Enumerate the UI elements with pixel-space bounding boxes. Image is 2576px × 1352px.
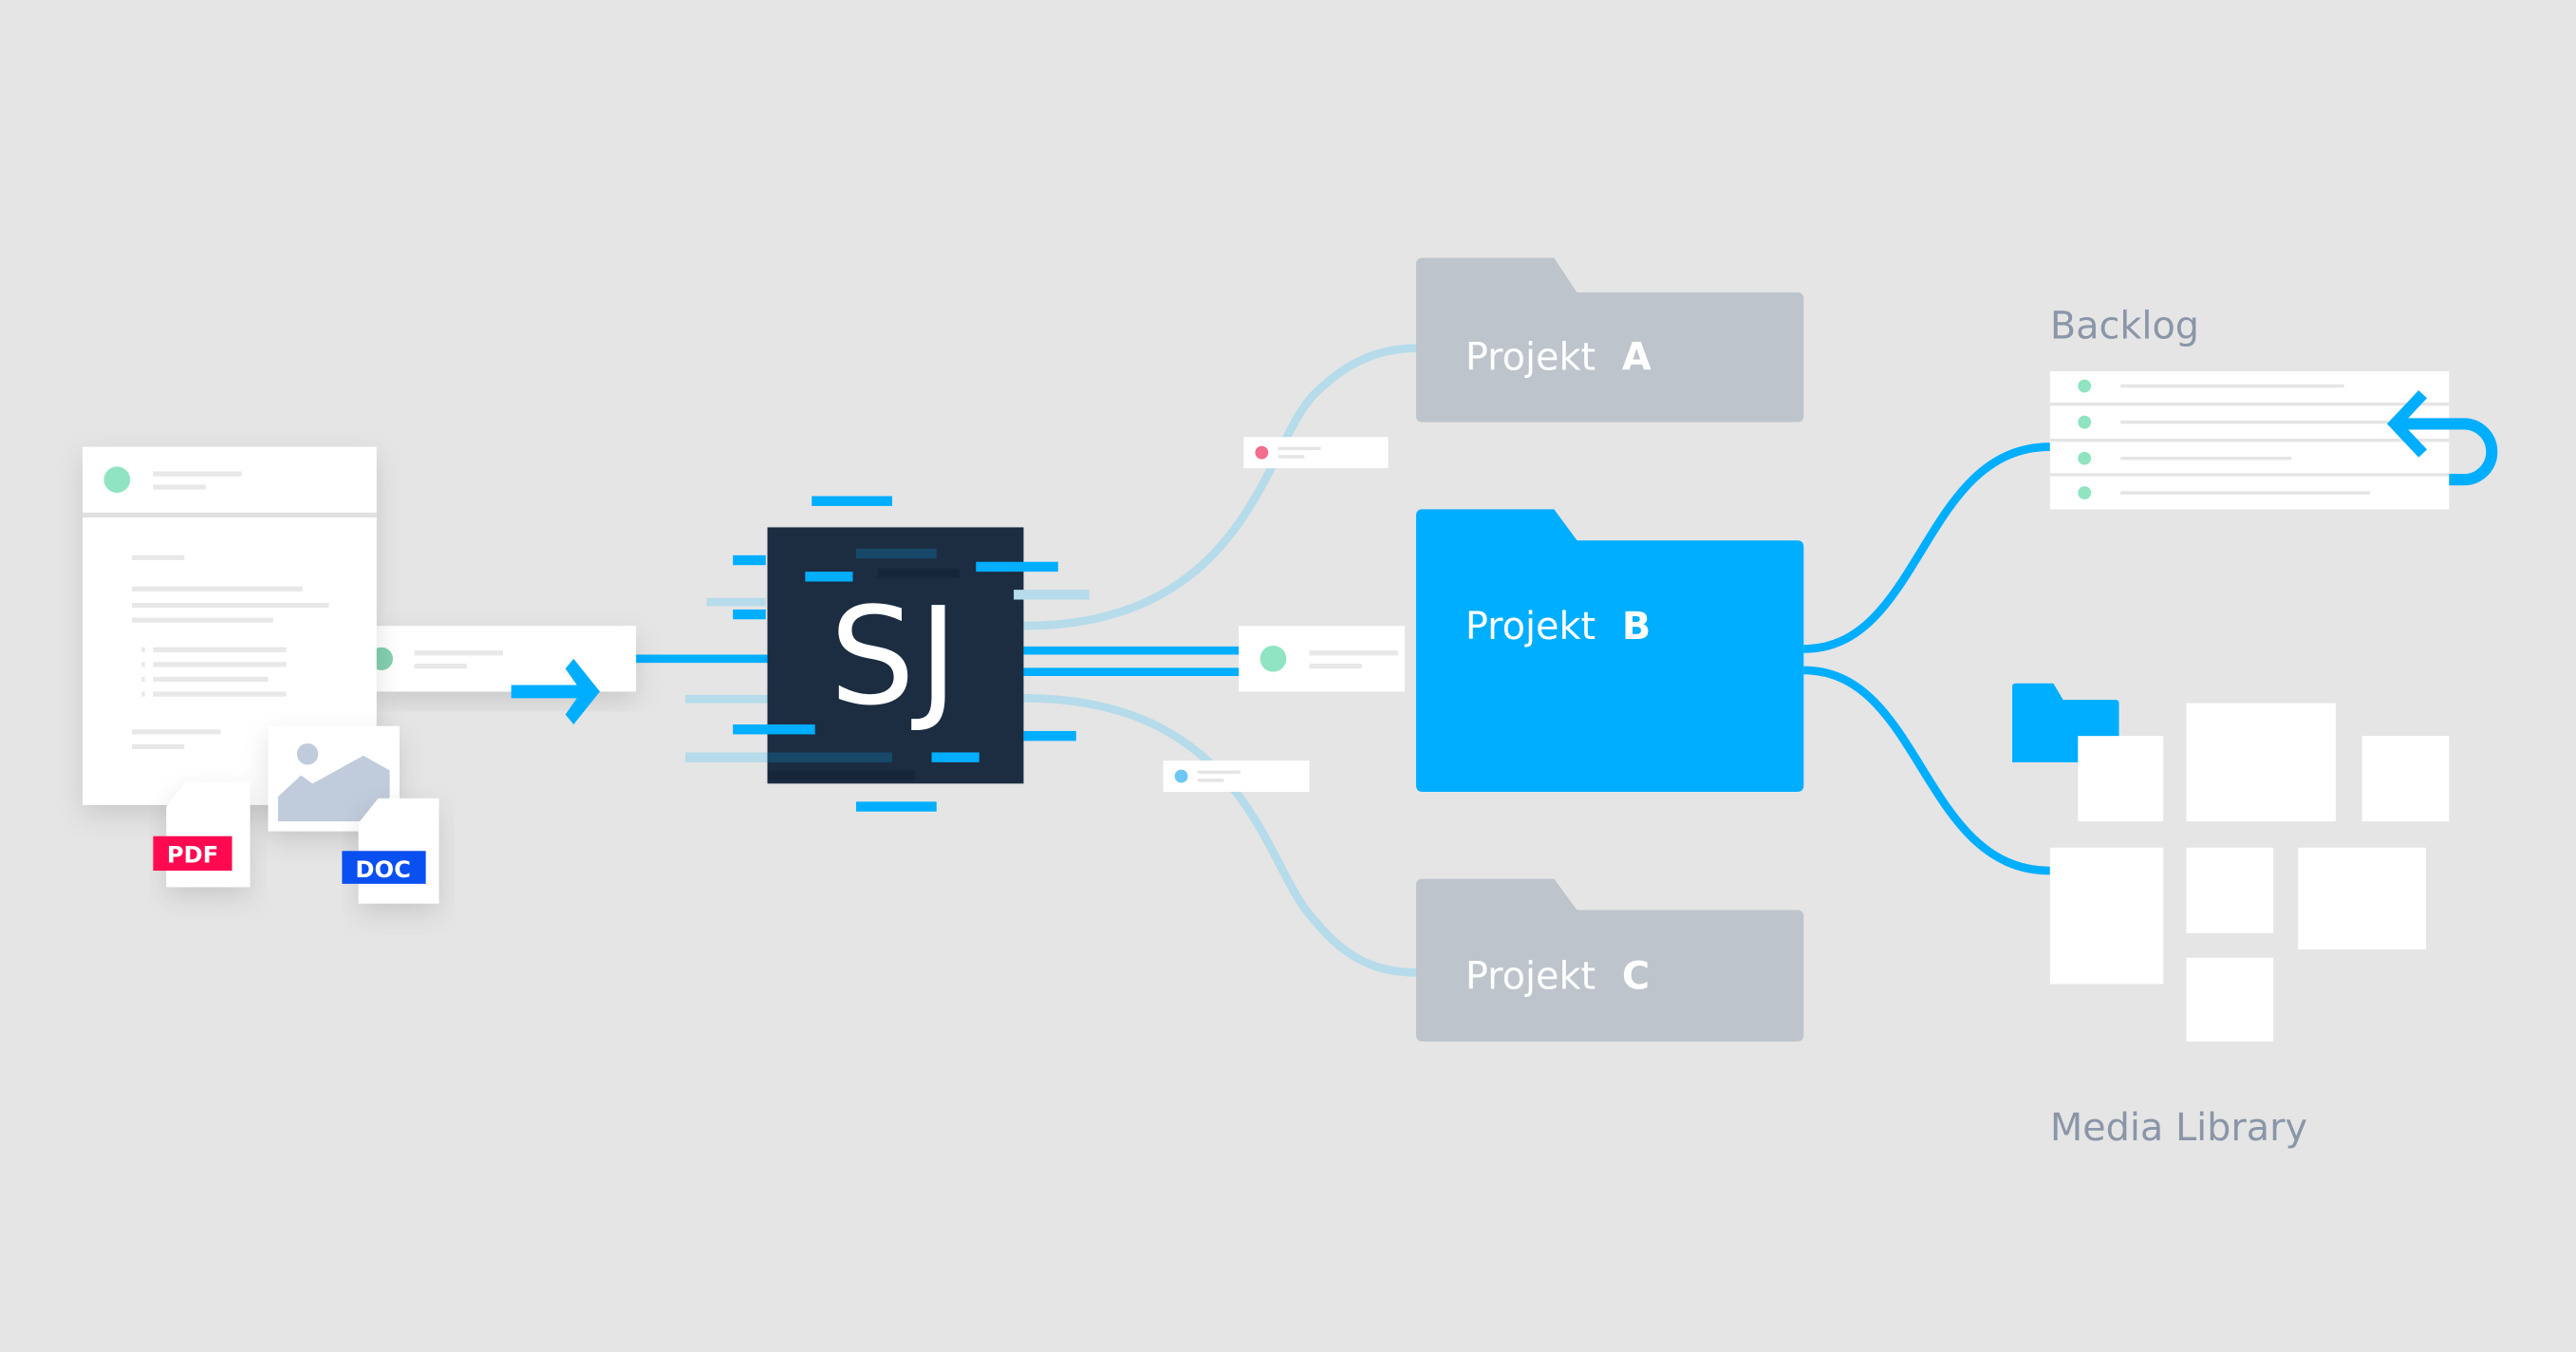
task-card-blue [1163, 760, 1310, 792]
media-library-title: Media Library [2050, 1106, 2307, 1150]
line-to-backlog [1803, 442, 2050, 653]
projekt-a-letter: A [1622, 335, 1652, 379]
line-to-projekt-c [1023, 694, 1416, 977]
loop-arrow-icon [2401, 418, 2498, 486]
sj-logo-block: SJ [684, 496, 1090, 812]
projekt-c-prefix: Projekt [1465, 955, 1596, 999]
folder-projekt-b[interactable]: Projekt B [1415, 509, 1804, 792]
task-card-green [1239, 626, 1405, 692]
projekt-a-prefix: Projekt [1465, 335, 1596, 379]
projekt-b-prefix: Projekt [1465, 605, 1596, 648]
connections [636, 344, 2050, 977]
avatar-icon [103, 466, 131, 494]
folder-projekt-a[interactable]: Projekt A [1415, 257, 1804, 422]
arrow-right-icon [511, 658, 601, 725]
doc-file: DOC [342, 798, 439, 904]
projekt-c-letter: C [1622, 955, 1650, 999]
line-to-projekt-a [1023, 344, 1416, 630]
media-library: Media Library [2012, 683, 2450, 1150]
doc-label: DOC [355, 856, 410, 883]
pdf-file: PDF [153, 781, 251, 888]
folder-projekt-c[interactable]: Projekt C [1415, 878, 1804, 1042]
pdf-label: PDF [167, 841, 218, 868]
backlog-title: Backlog [2050, 304, 2199, 347]
backlog: Backlog [2049, 304, 2498, 510]
task-card-pink [1243, 437, 1389, 469]
sj-logo-text: SJ [830, 579, 961, 736]
line-to-media [1803, 666, 2050, 875]
projekt-b-letter: B [1622, 605, 1651, 648]
input-card [369, 626, 637, 692]
